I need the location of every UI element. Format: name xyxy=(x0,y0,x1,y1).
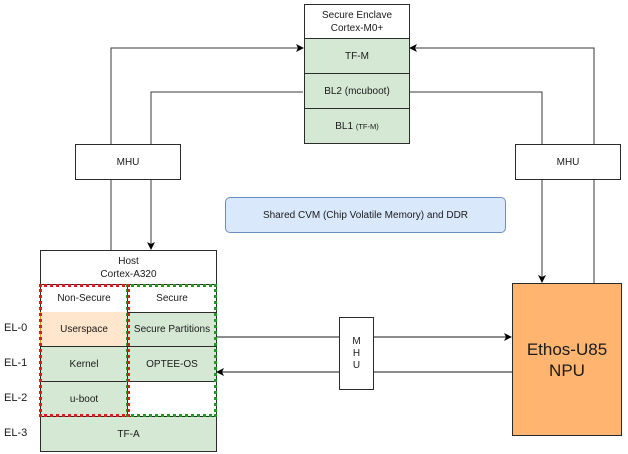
optee-label: OPTEE-OS xyxy=(146,358,198,370)
npu-subtitle: NPU xyxy=(549,360,585,380)
mhu-left: MHU xyxy=(75,144,181,180)
nonsecure-label: Non-Secure xyxy=(57,293,111,304)
el1-label: EL-1 xyxy=(4,357,28,369)
secure-partitions-label: Secure Partitions xyxy=(133,324,211,335)
mhu-center: M H U xyxy=(339,317,374,390)
host-secure-partitions: Secure Partitions xyxy=(127,312,217,347)
arrow-npu-to-tfm xyxy=(409,44,595,283)
host-tfa: TF-A xyxy=(40,416,217,452)
el0-label: EL-0 xyxy=(4,322,28,334)
secure-enclave-title: Secure Enclave xyxy=(321,9,393,21)
mhu-right-label: MHU xyxy=(556,156,580,168)
userspace-label: Userspace xyxy=(60,323,108,335)
host-optee: OPTEE-OS xyxy=(127,346,217,382)
secure-enclave-header: Secure Enclave Cortex-M0+ xyxy=(304,4,410,39)
kernel-label: Kernel xyxy=(69,358,99,370)
host-header: Host Cortex-A320 xyxy=(40,250,217,285)
mhu-center-h: H xyxy=(352,347,361,359)
host-col-nonsecure: Non-Secure xyxy=(40,284,128,313)
npu-box: Ethos-U85 NPU xyxy=(512,283,622,436)
shared-memory-box: Shared CVM (Chip Volatile Memory) and DD… xyxy=(225,197,506,233)
el2-label: EL-2 xyxy=(4,392,28,404)
host-core: Cortex-A320 xyxy=(100,268,157,280)
arrow-bl2-to-npu xyxy=(409,91,546,283)
secure-label: Secure xyxy=(156,293,188,304)
npu-title: Ethos-U85 xyxy=(526,339,608,359)
mhu-center-u: U xyxy=(352,359,361,371)
secure-enclave-core: Cortex-M0+ xyxy=(330,22,384,34)
host-uboot: u-boot xyxy=(40,381,128,417)
secure-enclave-bl2: BL2 (mcuboot) xyxy=(304,73,410,109)
arrow-bl2-to-host xyxy=(147,91,303,250)
bl1-suffix: (TF-M) xyxy=(355,121,379,131)
el3-label: EL-3 xyxy=(4,427,28,439)
host-col-secure: Secure xyxy=(127,284,217,313)
host-el2-secure-empty xyxy=(127,381,217,417)
tfa-label: TF-A xyxy=(117,428,140,440)
mhu-right: MHU xyxy=(515,144,621,180)
secure-enclave-bl1: BL1 (TF-M) xyxy=(304,108,410,144)
mhu-center-m: M xyxy=(352,335,361,347)
uboot-label: u-boot xyxy=(69,393,99,405)
host-userspace: Userspace xyxy=(40,312,128,347)
mhu-left-label: MHU xyxy=(116,156,140,168)
host-kernel: Kernel xyxy=(40,346,128,382)
shared-memory-label: Shared CVM (Chip Volatile Memory) and DD… xyxy=(262,209,469,221)
bl1-label: BL1 xyxy=(335,120,356,132)
arrow-host-to-tfm xyxy=(110,44,304,250)
host-title: Host xyxy=(118,255,139,267)
tfm-label: TF-M xyxy=(345,50,369,62)
secure-enclave-tfm: TF-M xyxy=(304,38,410,74)
bl2-label: BL2 (mcuboot) xyxy=(324,85,390,97)
